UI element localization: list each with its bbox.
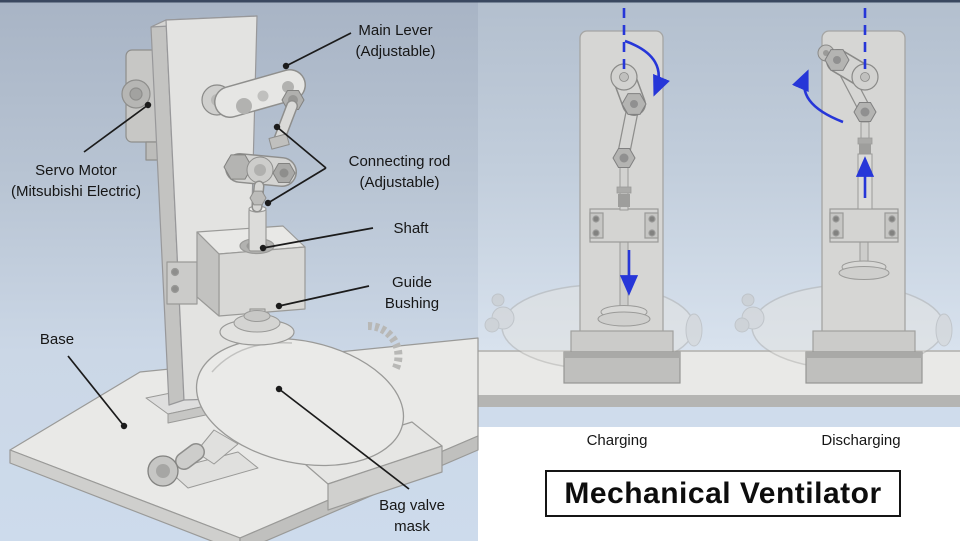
label-bag-valve-mask: Bag valve mask xyxy=(379,497,445,535)
lever-front-view xyxy=(610,63,647,168)
label-connecting-rod: Connecting rod (Adjustable) xyxy=(348,153,451,191)
figure-title: Mechanical Ventilator xyxy=(545,470,901,517)
label-base: Base xyxy=(39,331,75,348)
main-lever xyxy=(201,69,306,118)
connecting-rod xyxy=(223,100,298,213)
charging-machine xyxy=(563,8,681,384)
bag-crenellated-port xyxy=(367,321,403,372)
leader-lines xyxy=(67,32,410,490)
top-border xyxy=(0,0,960,3)
label-servo-motor: Servo Motor (Mitsubishi Electric) xyxy=(10,162,142,200)
label-charging: Charging xyxy=(586,432,648,449)
label-guide-bushing: Guide Bushing xyxy=(384,274,440,312)
figure-title-text: Mechanical Ventilator xyxy=(564,476,882,510)
rotation-ccw-arrow-icon xyxy=(791,69,844,124)
guide-bushing-front-view xyxy=(589,208,659,243)
label-main-lever: Main Lever (Adjustable) xyxy=(355,22,436,60)
cradle-front xyxy=(327,445,443,511)
guide-bushing-front-view xyxy=(829,208,899,243)
table-edge xyxy=(478,395,960,407)
label-discharging: Discharging xyxy=(821,432,901,449)
rotation-cw-arrow-icon xyxy=(624,39,670,97)
leader-dots xyxy=(120,62,290,430)
assembly-3d-view xyxy=(9,15,479,541)
bag-valve-mask xyxy=(147,310,405,487)
discharging-machine xyxy=(791,8,923,384)
label-shaft: Shaft xyxy=(393,220,429,237)
